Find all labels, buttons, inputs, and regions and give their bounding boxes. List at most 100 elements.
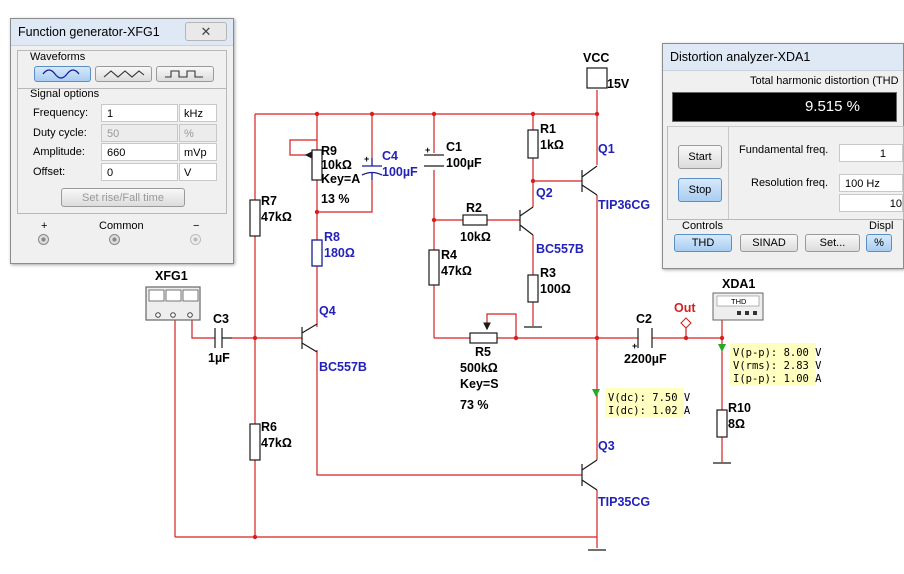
frequency-unit[interactable]: kHz — [179, 104, 217, 122]
terminal-plus-icon[interactable] — [38, 234, 49, 245]
r4-name: R4 — [441, 248, 457, 262]
offset-label: Offset: — [33, 166, 66, 178]
out-probe-point — [680, 317, 692, 329]
waveforms-label: Waveforms — [30, 51, 86, 63]
amplitude-input[interactable]: 660 — [101, 143, 178, 161]
r6-name: R6 — [261, 420, 277, 434]
fg-title: Function generator-XFG1 — [18, 25, 160, 39]
triangle-wave-button[interactable] — [95, 66, 152, 82]
c1-name: C1 — [446, 140, 462, 154]
r2-value: 10kΩ — [460, 230, 491, 244]
frequency-label: Frequency: — [33, 107, 89, 119]
duty-cycle-unit: % — [179, 124, 217, 142]
triangle-wave-icon — [103, 70, 144, 78]
r7-value: 47kΩ — [261, 210, 292, 224]
svg-text:+: + — [425, 145, 430, 155]
q4-name: Q4 — [319, 304, 336, 318]
thd-readout-value: 9.515 % — [804, 98, 860, 115]
fundamental-input[interactable]: 1 — [839, 144, 903, 162]
da-title: Distortion analyzer-XDA1 — [670, 50, 811, 64]
r8-value: 180Ω — [324, 246, 355, 260]
square-wave-button[interactable] — [156, 66, 214, 82]
waveforms-group: Waveforms — [17, 50, 227, 89]
q4-model: BC557B — [319, 360, 367, 374]
probe-out-marker — [718, 344, 726, 352]
resolution-label: Resolution freq. — [751, 177, 829, 189]
r6-value: 47kΩ — [261, 436, 292, 450]
probe-mid-box — [605, 388, 684, 417]
thd-header: Total harmonic distortion (THD — [750, 75, 899, 87]
frequency-input[interactable]: 1 — [101, 104, 178, 122]
r5-key: Key=S — [460, 377, 499, 391]
c4-name: C4 — [382, 149, 398, 163]
r8-name: R8 — [324, 230, 340, 244]
r4-value: 47kΩ — [441, 264, 472, 278]
offset-unit[interactable]: V — [179, 163, 217, 181]
duty-cycle-label: Duty cycle: — [33, 127, 87, 139]
r2-name: R2 — [466, 201, 482, 215]
resolution-select[interactable]: 100 Hz — [839, 174, 903, 192]
function-generator-window[interactable]: Function generator-XFG1 ✕ Waveforms Sign… — [10, 18, 234, 264]
r9-key: Key=A — [321, 172, 360, 186]
fundamental-label: Fundamental freq. — [739, 144, 829, 156]
xda1-label: XDA1 — [722, 277, 755, 291]
c2-name: C2 — [636, 312, 652, 326]
r3-value: 100Ω — [540, 282, 571, 296]
sine-wave-icon — [42, 69, 79, 79]
set-rise-fall-button: Set rise/Fall time — [61, 188, 185, 207]
q2-model: BC557B — [536, 242, 584, 256]
out-label: Out — [674, 301, 696, 315]
xfg1-symbol — [148, 289, 199, 318]
probe-out-box — [730, 343, 816, 385]
terminal-common-label: Common — [99, 220, 144, 232]
terminal-minus-icon[interactable] — [190, 234, 201, 245]
resolution-extra-field[interactable]: 10 — [839, 194, 903, 212]
r5-percent: 73 % — [460, 398, 489, 412]
wires — [174, 90, 723, 548]
r3-name: R3 — [540, 266, 556, 280]
terminal-common-icon[interactable] — [109, 234, 120, 245]
components — [145, 67, 731, 551]
probe-out-ipp: I(p-p): 1.00 A — [733, 373, 822, 385]
set-button[interactable]: Set... — [805, 234, 860, 252]
da-divider — [728, 127, 729, 219]
start-button[interactable]: Start — [678, 145, 722, 169]
probe-out-vpp: V(p-p): 8.00 V — [733, 347, 822, 359]
amplitude-unit[interactable]: mVp — [179, 143, 217, 161]
distortion-analyzer-window[interactable]: Distortion analyzer-XDA1 Total harmonic … — [662, 43, 904, 269]
percent-button[interactable]: % — [866, 234, 892, 252]
r9-value: 10kΩ — [321, 158, 352, 172]
svg-text:+: + — [632, 341, 637, 351]
square-wave-icon — [165, 70, 203, 78]
junction-dots — [252, 111, 725, 540]
thd-button[interactable]: THD — [674, 234, 732, 252]
xfg1-label: XFG1 — [155, 269, 188, 283]
da-titlebar[interactable]: Distortion analyzer-XDA1 — [663, 44, 903, 71]
thd-symbol-text: THD — [731, 297, 747, 306]
r9-percent: 13 % — [321, 192, 350, 206]
probe-mid-vdc: V(dc): 7.50 V — [608, 392, 691, 404]
vcc-label: VCC — [583, 51, 609, 65]
svg-text:+: + — [364, 154, 369, 164]
stop-button[interactable]: Stop — [678, 178, 722, 202]
offset-input[interactable]: 0 — [101, 163, 178, 181]
c4-value: 100µF — [382, 165, 418, 179]
q3-model: TIP35CG — [598, 495, 650, 509]
probe-mid-idc: I(dc): 1.02 A — [608, 405, 691, 417]
q1-model: TIP36CG — [598, 198, 650, 212]
r9-name: R9 — [321, 144, 337, 158]
c2-value: 2200µF — [624, 352, 667, 366]
sine-wave-button[interactable] — [34, 66, 91, 82]
signal-options-label: Signal options — [30, 88, 100, 100]
da-main-group: Start Stop Fundamental freq. 1 Resolutio… — [667, 126, 904, 220]
sinad-button[interactable]: SINAD — [740, 234, 798, 252]
controls-label: Controls — [682, 220, 723, 232]
r1-value: 1kΩ — [540, 138, 564, 152]
amplitude-label: Amplitude: — [33, 146, 85, 158]
probe-mid-marker — [592, 389, 600, 397]
r10-value: 8Ω — [728, 417, 745, 431]
close-button[interactable]: ✕ — [185, 22, 227, 41]
thd-readout: 9.515 % — [672, 92, 897, 122]
r7-name: R7 — [261, 194, 277, 208]
